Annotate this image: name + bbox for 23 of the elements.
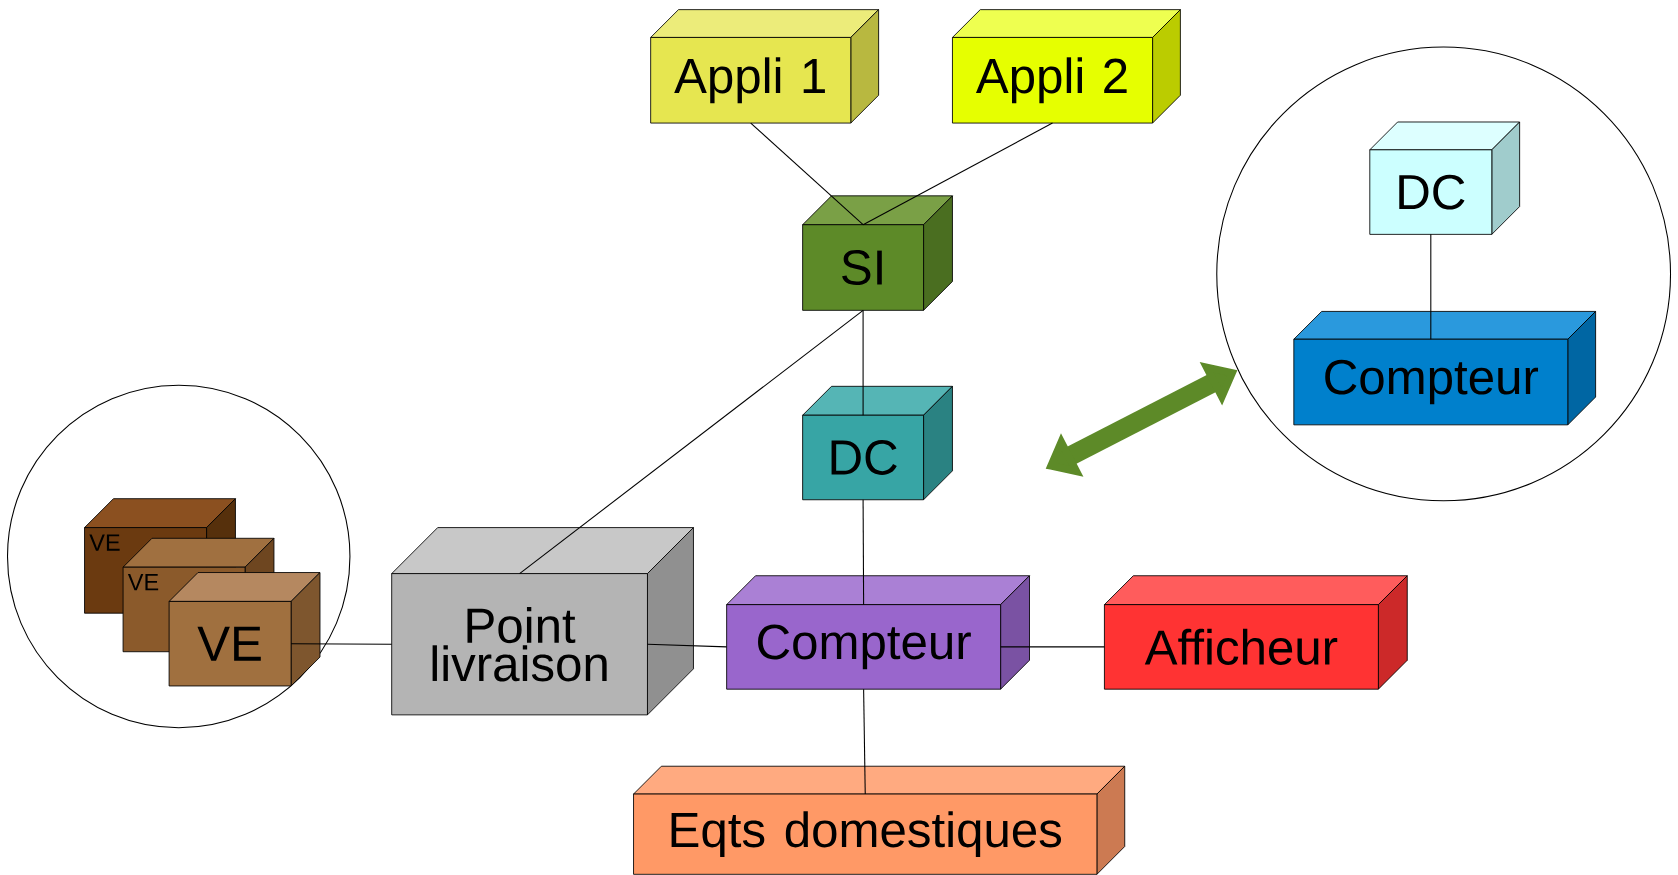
connector-line [1430, 233, 1432, 340]
circle-outline [6, 384, 351, 729]
cube-box: Compteur [1293, 310, 1597, 426]
cube-box: Afficheur [1104, 575, 1408, 690]
connector-line [862, 499, 865, 605]
cube-box: VE [168, 571, 321, 687]
connector-line [1000, 646, 1105, 648]
connector-line [646, 643, 728, 648]
connector-line [519, 309, 864, 574]
connector-line [750, 122, 864, 226]
cube-box: Compteur [726, 575, 1030, 690]
cube-box: Point livraison [391, 526, 694, 716]
connector-line [862, 309, 864, 416]
connector-line [290, 642, 393, 645]
cube-box: SI [802, 195, 953, 311]
cube-box: DC [1369, 121, 1521, 235]
cube-box: Eqts domestiques [633, 765, 1126, 875]
circle-outline [1216, 46, 1672, 502]
cube-box: Appli 2 [952, 9, 1181, 124]
connector-line [863, 688, 866, 795]
connector-line [862, 122, 1054, 226]
cube-box: Appli 1 [650, 9, 880, 124]
cube-box: DC [802, 385, 953, 500]
